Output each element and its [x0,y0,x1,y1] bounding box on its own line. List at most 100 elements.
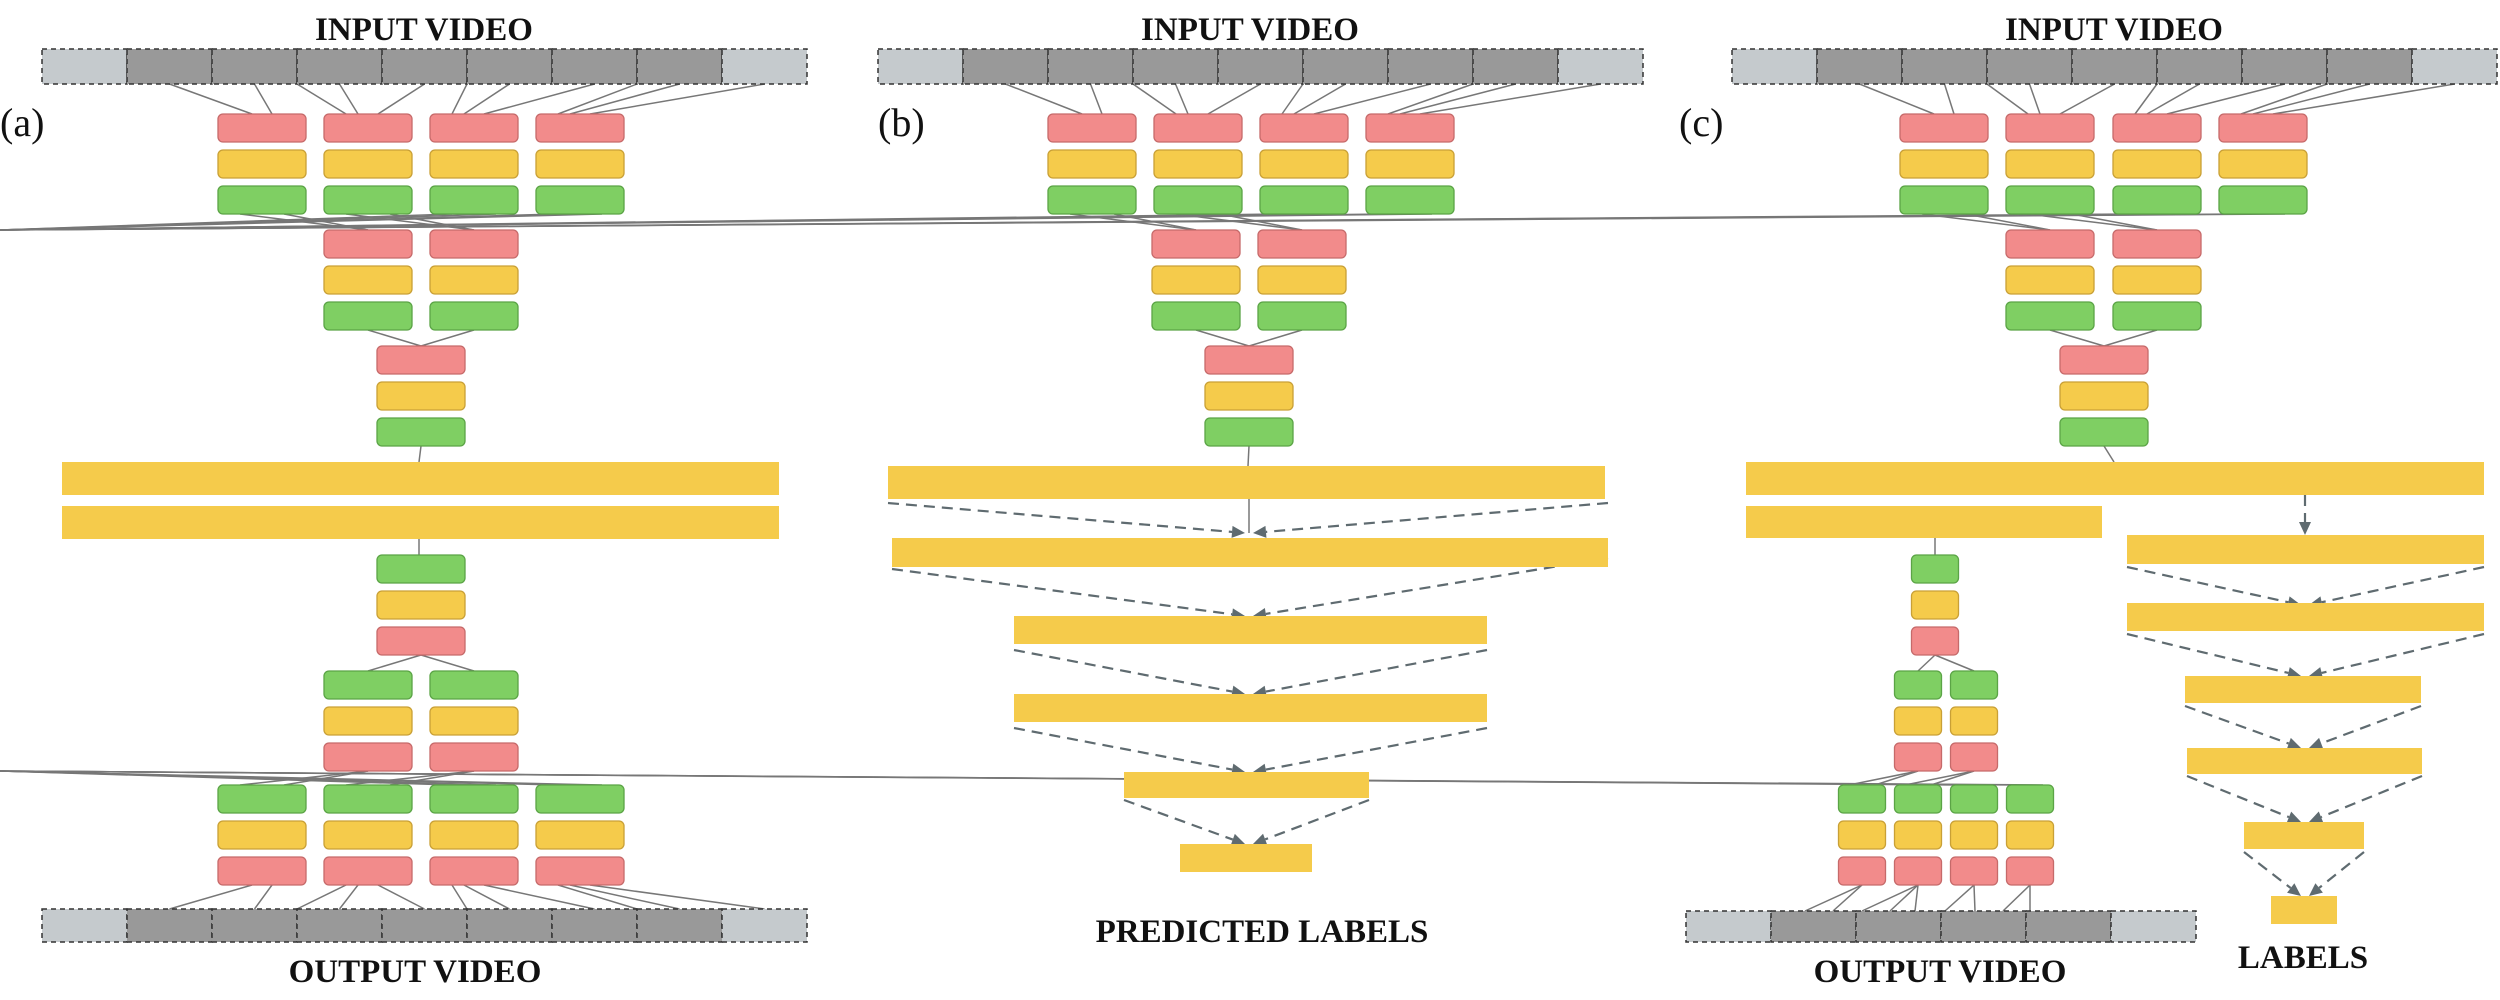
panel-c-decoder-l3-green-block [1837,784,1887,814]
panel-b-input-connector [1174,83,1189,115]
panel-c-input-connector [2166,83,2285,115]
panel-c-decoder-l3-yellow-block [1949,820,1999,850]
panel-a-decoder-l3-red-block [429,856,519,886]
panel-c-head-bar [2127,535,2484,564]
panel-b-encoder-l3-red-block [1204,345,1294,375]
panel-c-decoder-connector [1930,770,1975,786]
panel-c-output-strip-frame [1770,910,1857,943]
panel-c-head-arrow [2309,851,2365,896]
panel-b-encoder-l2-green-block [1151,301,1241,331]
panel-a-input-connector [451,83,468,115]
panel-a-output-connector [569,884,680,910]
panel-b-encoder-l1-red-block [1259,113,1349,143]
panel-c-decoder-l3-green-block [1893,784,1943,814]
panel-c-encoder-connector [2071,213,2158,231]
panel-c-decoder-l3-yellow-block [1837,820,1887,850]
panel-b-input-strip-frame [1557,48,1644,85]
panel-a-input-connector [569,83,680,115]
panel-b-head-arrow [887,501,1245,538]
panel-a-input-strip-frame [466,48,553,85]
panel-a-decoder-l1-red-block [376,626,466,656]
panel-a-decoder-l3-green-block [323,784,413,814]
panel-a-output-strip-frame [636,908,723,943]
panel-a-output-connector [557,884,638,910]
panel-c-latent-bar [1746,506,2102,538]
panel-b-letter: (b) [878,100,925,145]
panel-c-encoder-l3-green-block [2059,417,2149,447]
panel-c-decoder-l3-green-block [1949,784,1999,814]
panel-a-decoder-l3-red-block [535,856,625,886]
panel-a-encoder-l3-red-block [376,345,466,375]
panel-a-input-connector [589,83,765,115]
panel-a-decoder-connector [367,654,422,672]
panel-a-encoder-l2-red-block [323,229,413,259]
panel-c-decoder-connector [1934,654,1975,672]
panel-b-input-connector [1419,83,1601,115]
panel-c-decoder-l2-red-block [1893,742,1943,772]
panel-c-output-connector [2002,884,2031,912]
panel-c-decoder-connector [1848,770,1919,786]
panel-c-head-bar [2185,676,2421,703]
panel-a-input-strip-frame [126,48,213,85]
panel-b-encoder-l2-red-block [1257,229,1347,259]
panel-c-decoder-l3-red-block [1893,856,1943,886]
panel-a-input-connector [483,83,595,115]
panel-b-input-connector [1132,83,1177,115]
panel-c-input-connector [2059,83,2115,115]
panel-a-decoder-l3-yellow-block [217,820,307,850]
panel-b-encoder-l2-green-block [1257,301,1347,331]
panel-b-encoder-l3-yellow-block [1204,381,1294,411]
panel-a-encoder-l1-green-block [217,185,307,215]
panel-a-input-connector [463,83,510,115]
panel-c-input-connector [2146,83,2200,115]
panel-c-encoder-connector [0,213,2286,231]
panel-a-decoder-l3-green-block [535,784,625,814]
panel-b-input-strip-frame [1047,48,1134,85]
panel-a-input-strip-frame [636,48,723,85]
panel-a-input-connector [253,83,273,115]
panel-a-encoder-connector [0,213,603,231]
panel-b-encoder-l2-yellow-block [1257,265,1347,295]
panel-a-decoder-l3-yellow-block [429,820,519,850]
panel-a-latent-bar [62,462,779,495]
panel-c-encoder-connector [2027,213,2158,231]
panel-b-input-strip-frame [1472,48,1559,85]
panel-a-input-strip-frame [211,48,298,85]
panel-c-output-bar [2271,896,2337,924]
panel-b-input-connector [1089,83,1103,115]
panel-a-output-connector [589,884,765,910]
panel-c-latent-bar [1746,462,2484,495]
panel-a-output-connector [296,884,347,910]
panel-b-encoder-l1-yellow-block [1047,149,1137,179]
panel-a-output-strip-frame [211,908,298,943]
panel-c-decoder-l3-green-block [2005,784,2055,814]
panel-c-head-arrow [2309,704,2422,750]
panel-a-encoder-l3-green-block [376,417,466,447]
panel-c-encoder-l1-yellow-block [2005,149,2095,179]
panel-a-output-connector [483,884,595,910]
panel-a-encoder-l2-green-block [429,301,519,331]
panel-a-encoder-l2-yellow-block [429,265,519,295]
panel-b-input-strip-frame [1217,48,1304,85]
panel-b-input-connector [1005,83,1083,115]
panel-a-encoder-l2-yellow-block [323,265,413,295]
panel-c-output-strip-frame [1685,910,1772,943]
panel-c-input-strip-frame [2241,48,2328,85]
panel-c-head-arrow [2186,774,2301,823]
panel-c-input-strip-frame [2156,48,2243,85]
panel-a-output-connector [169,884,253,910]
panel-c-encoder-l1-red-block [2112,113,2202,143]
panel-c-encoder-l1-green-block [1899,185,1989,215]
panel-b-input-strip-frame [1387,48,1474,85]
panel-c-input-connector [1943,83,1955,115]
panel-b-head-bar [1124,772,1369,798]
panel-a-decoder-connector [420,654,475,672]
panel-c-decoder-l3-yellow-block [1893,820,1943,850]
panel-a-output-connector [451,884,468,910]
panel-a-encoder-l1-yellow-block [535,149,625,179]
panel-c-output-connector [1973,884,1976,912]
panel-a-output-strip-frame [41,908,128,943]
panel-c-encoder-l3-yellow-block [2059,381,2149,411]
panel-c-input-strip-frame [2326,48,2413,85]
